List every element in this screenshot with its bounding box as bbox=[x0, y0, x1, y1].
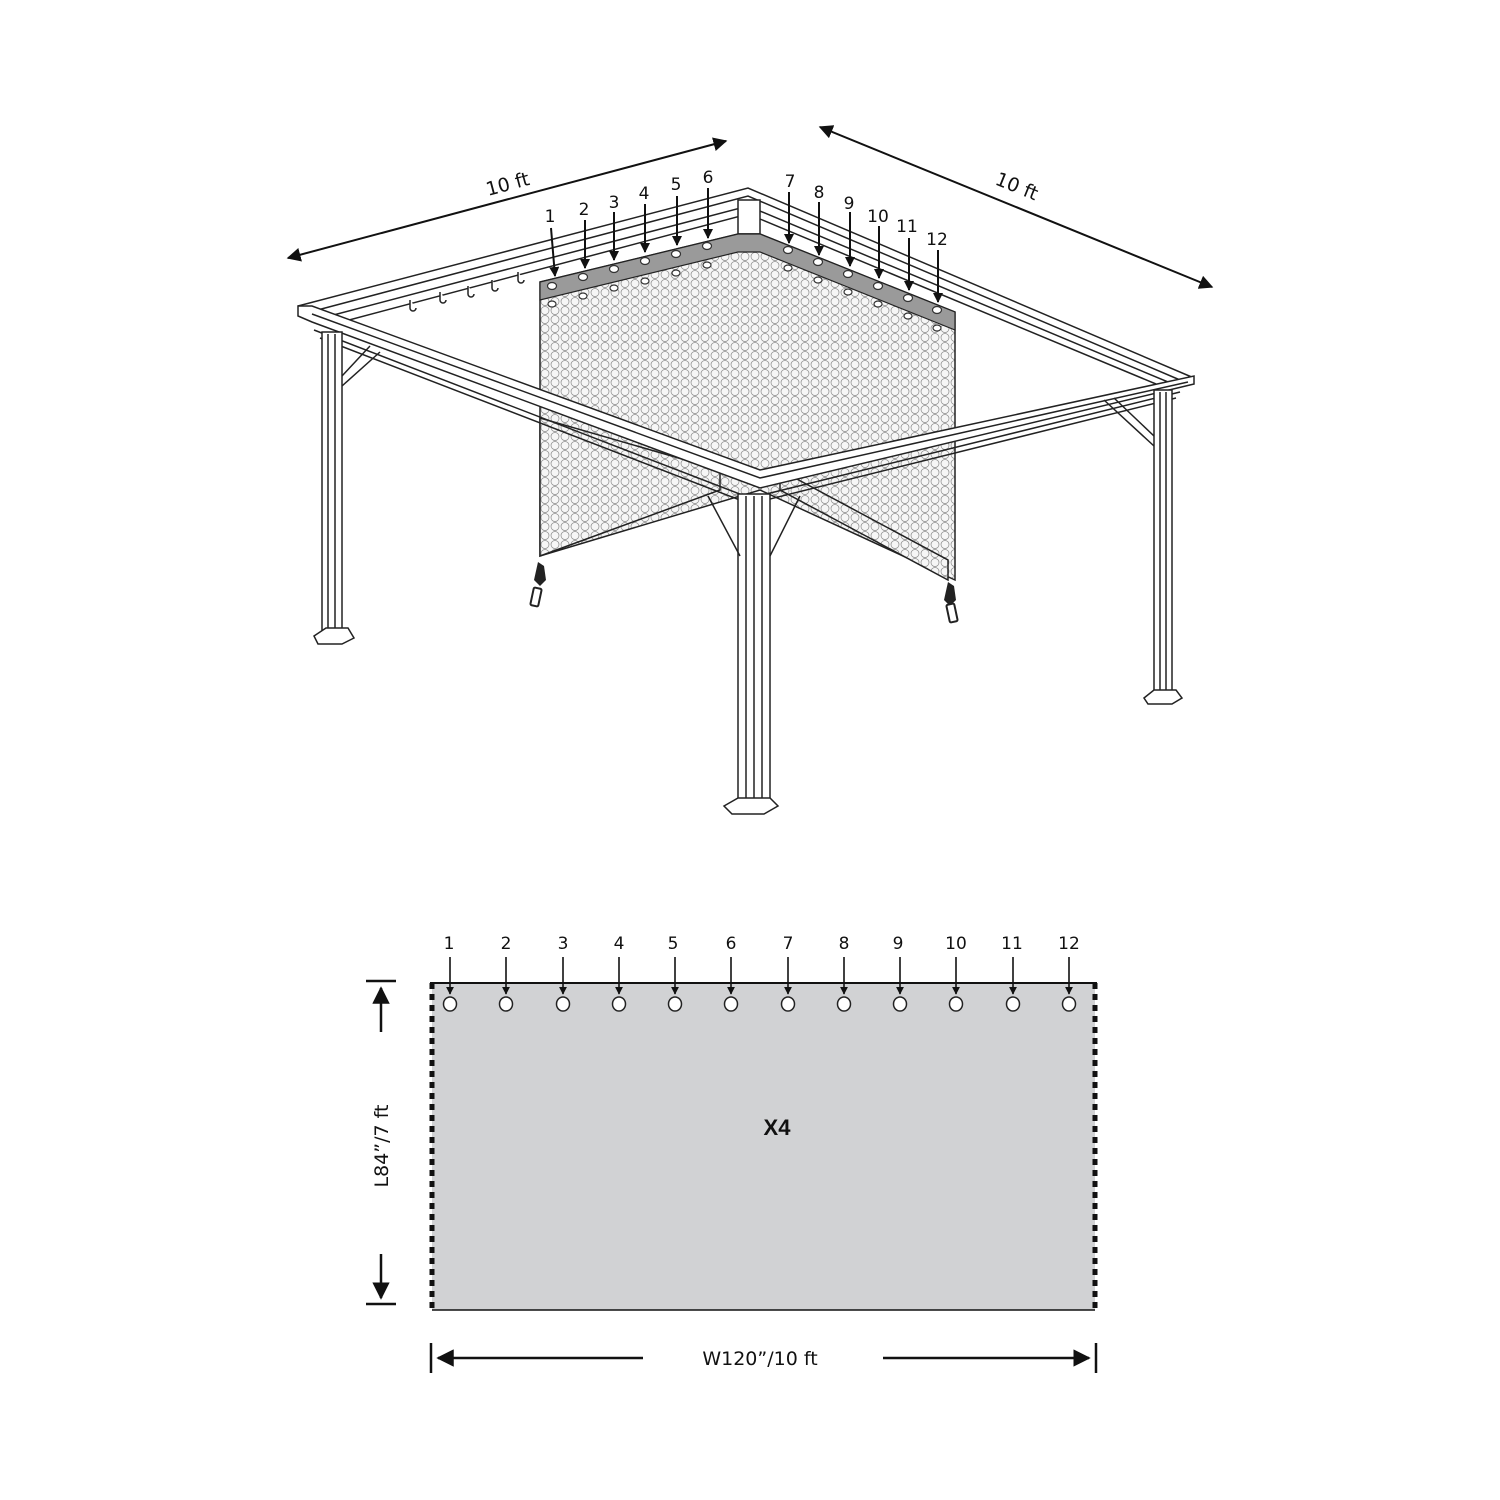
grommet-callouts-flat bbox=[446, 957, 1073, 995]
svg-text:9: 9 bbox=[844, 194, 855, 214]
svg-text:12: 12 bbox=[926, 230, 948, 250]
dimension-label-left: 10 ft bbox=[484, 168, 532, 201]
curtain-panel-flat bbox=[432, 983, 1095, 1310]
curtain-hooks-back-left bbox=[409, 272, 525, 312]
svg-text:8: 8 bbox=[814, 183, 825, 203]
height-dimension bbox=[366, 979, 396, 1306]
grommets-iso bbox=[546, 241, 943, 332]
height-label: L84”/7 ft bbox=[371, 1105, 393, 1188]
svg-text:8: 8 bbox=[839, 934, 850, 954]
svg-text:11: 11 bbox=[896, 217, 918, 237]
svg-text:5: 5 bbox=[671, 175, 682, 195]
width-dimension bbox=[429, 1343, 1098, 1373]
quantity-label: X4 bbox=[764, 1115, 792, 1140]
svg-text:11: 11 bbox=[1001, 934, 1023, 954]
svg-text:3: 3 bbox=[558, 934, 569, 954]
zipper-pull-right bbox=[944, 582, 959, 624]
leg-left bbox=[321, 331, 343, 633]
svg-text:7: 7 bbox=[783, 934, 794, 954]
svg-text:4: 4 bbox=[639, 184, 650, 204]
svg-text:3: 3 bbox=[609, 193, 620, 213]
svg-text:9: 9 bbox=[893, 934, 904, 954]
gazebo-legs bbox=[313, 331, 1184, 815]
svg-text:10: 10 bbox=[867, 207, 889, 227]
svg-text:12: 12 bbox=[1058, 934, 1080, 954]
flat-panel-diagram: 1 2 3 4 5 6 7 8 9 10 11 12 X4 L84”/7 ft bbox=[366, 934, 1098, 1373]
svg-text:1: 1 bbox=[444, 934, 455, 954]
svg-text:4: 4 bbox=[614, 934, 625, 954]
svg-text:6: 6 bbox=[703, 168, 714, 188]
zipper-pull-left bbox=[529, 562, 546, 608]
svg-text:6: 6 bbox=[726, 934, 737, 954]
svg-text:7: 7 bbox=[785, 172, 796, 192]
dimension-arrow-right bbox=[818, 125, 1214, 289]
grommets-flat bbox=[442, 996, 1077, 1012]
leg-right bbox=[1153, 389, 1173, 693]
svg-text:10: 10 bbox=[945, 934, 967, 954]
grommet-labels-flat: 1 2 3 4 5 6 7 8 9 10 11 12 bbox=[444, 934, 1080, 954]
svg-text:2: 2 bbox=[501, 934, 512, 954]
grommet-callouts-iso bbox=[549, 188, 943, 303]
grommet-labels-iso: 1 2 3 4 5 6 7 8 9 10 11 12 bbox=[545, 168, 948, 250]
svg-text:1: 1 bbox=[545, 207, 556, 227]
svg-text:2: 2 bbox=[579, 200, 590, 220]
gazebo-illustration: 10 ft 10 ft bbox=[286, 125, 1214, 815]
curtain-panel-iso bbox=[529, 233, 959, 624]
svg-text:5: 5 bbox=[668, 934, 679, 954]
dimension-arrow-left bbox=[286, 137, 728, 262]
back-corner-post bbox=[737, 199, 761, 235]
width-label: W120”/10 ft bbox=[702, 1348, 817, 1370]
